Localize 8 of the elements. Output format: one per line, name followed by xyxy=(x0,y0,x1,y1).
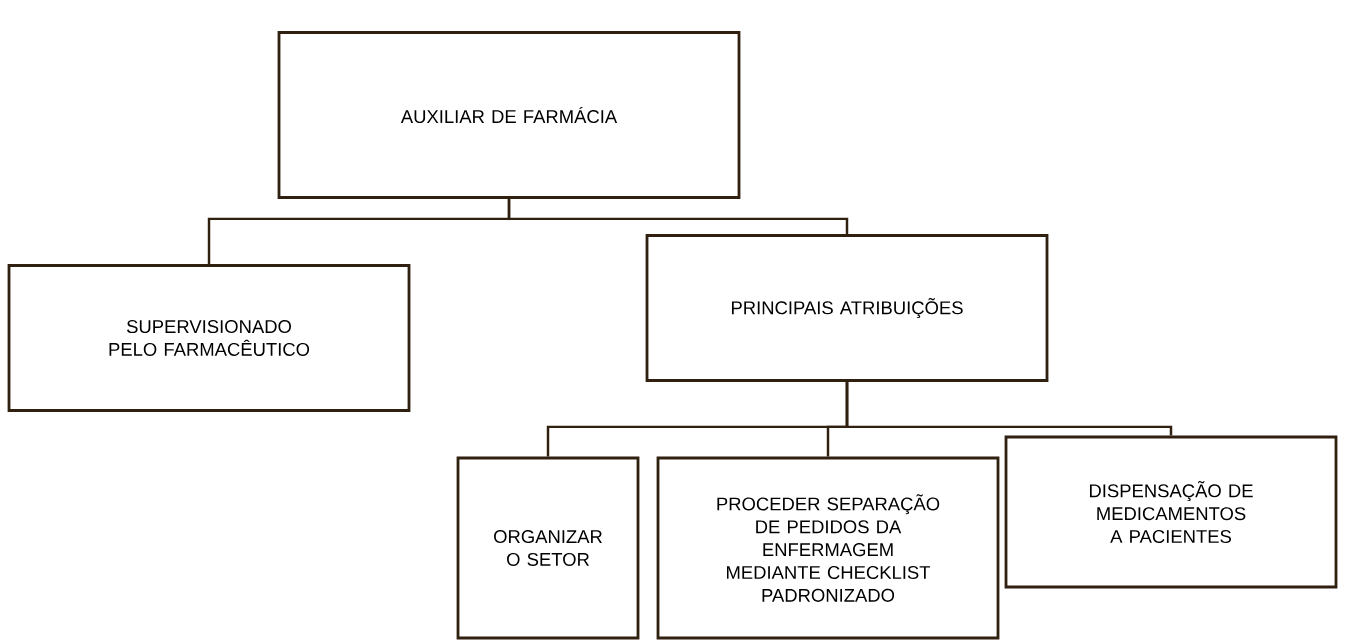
connector xyxy=(507,198,849,235)
box: PROCEDER SEPARAÇÃO DE PEDIDOS DA ENFERMAGEM MEDIANTE CHECKLIST PADRONIZADO xyxy=(656,456,1000,640)
box: AUXILIAR DE FARMÁCIA xyxy=(277,31,741,199)
box: SUPERVISIONADO PELO FARMACÊUTICO xyxy=(7,264,411,412)
box: ORGANIZAR O SETOR xyxy=(456,456,640,640)
box: DISPENSAÇÃO DE MEDICAMENTOS A PACIENTES xyxy=(1004,435,1338,589)
connector xyxy=(845,381,1173,436)
box: PRINCIPAIS ATRIBUIÇÕES xyxy=(645,234,1049,382)
